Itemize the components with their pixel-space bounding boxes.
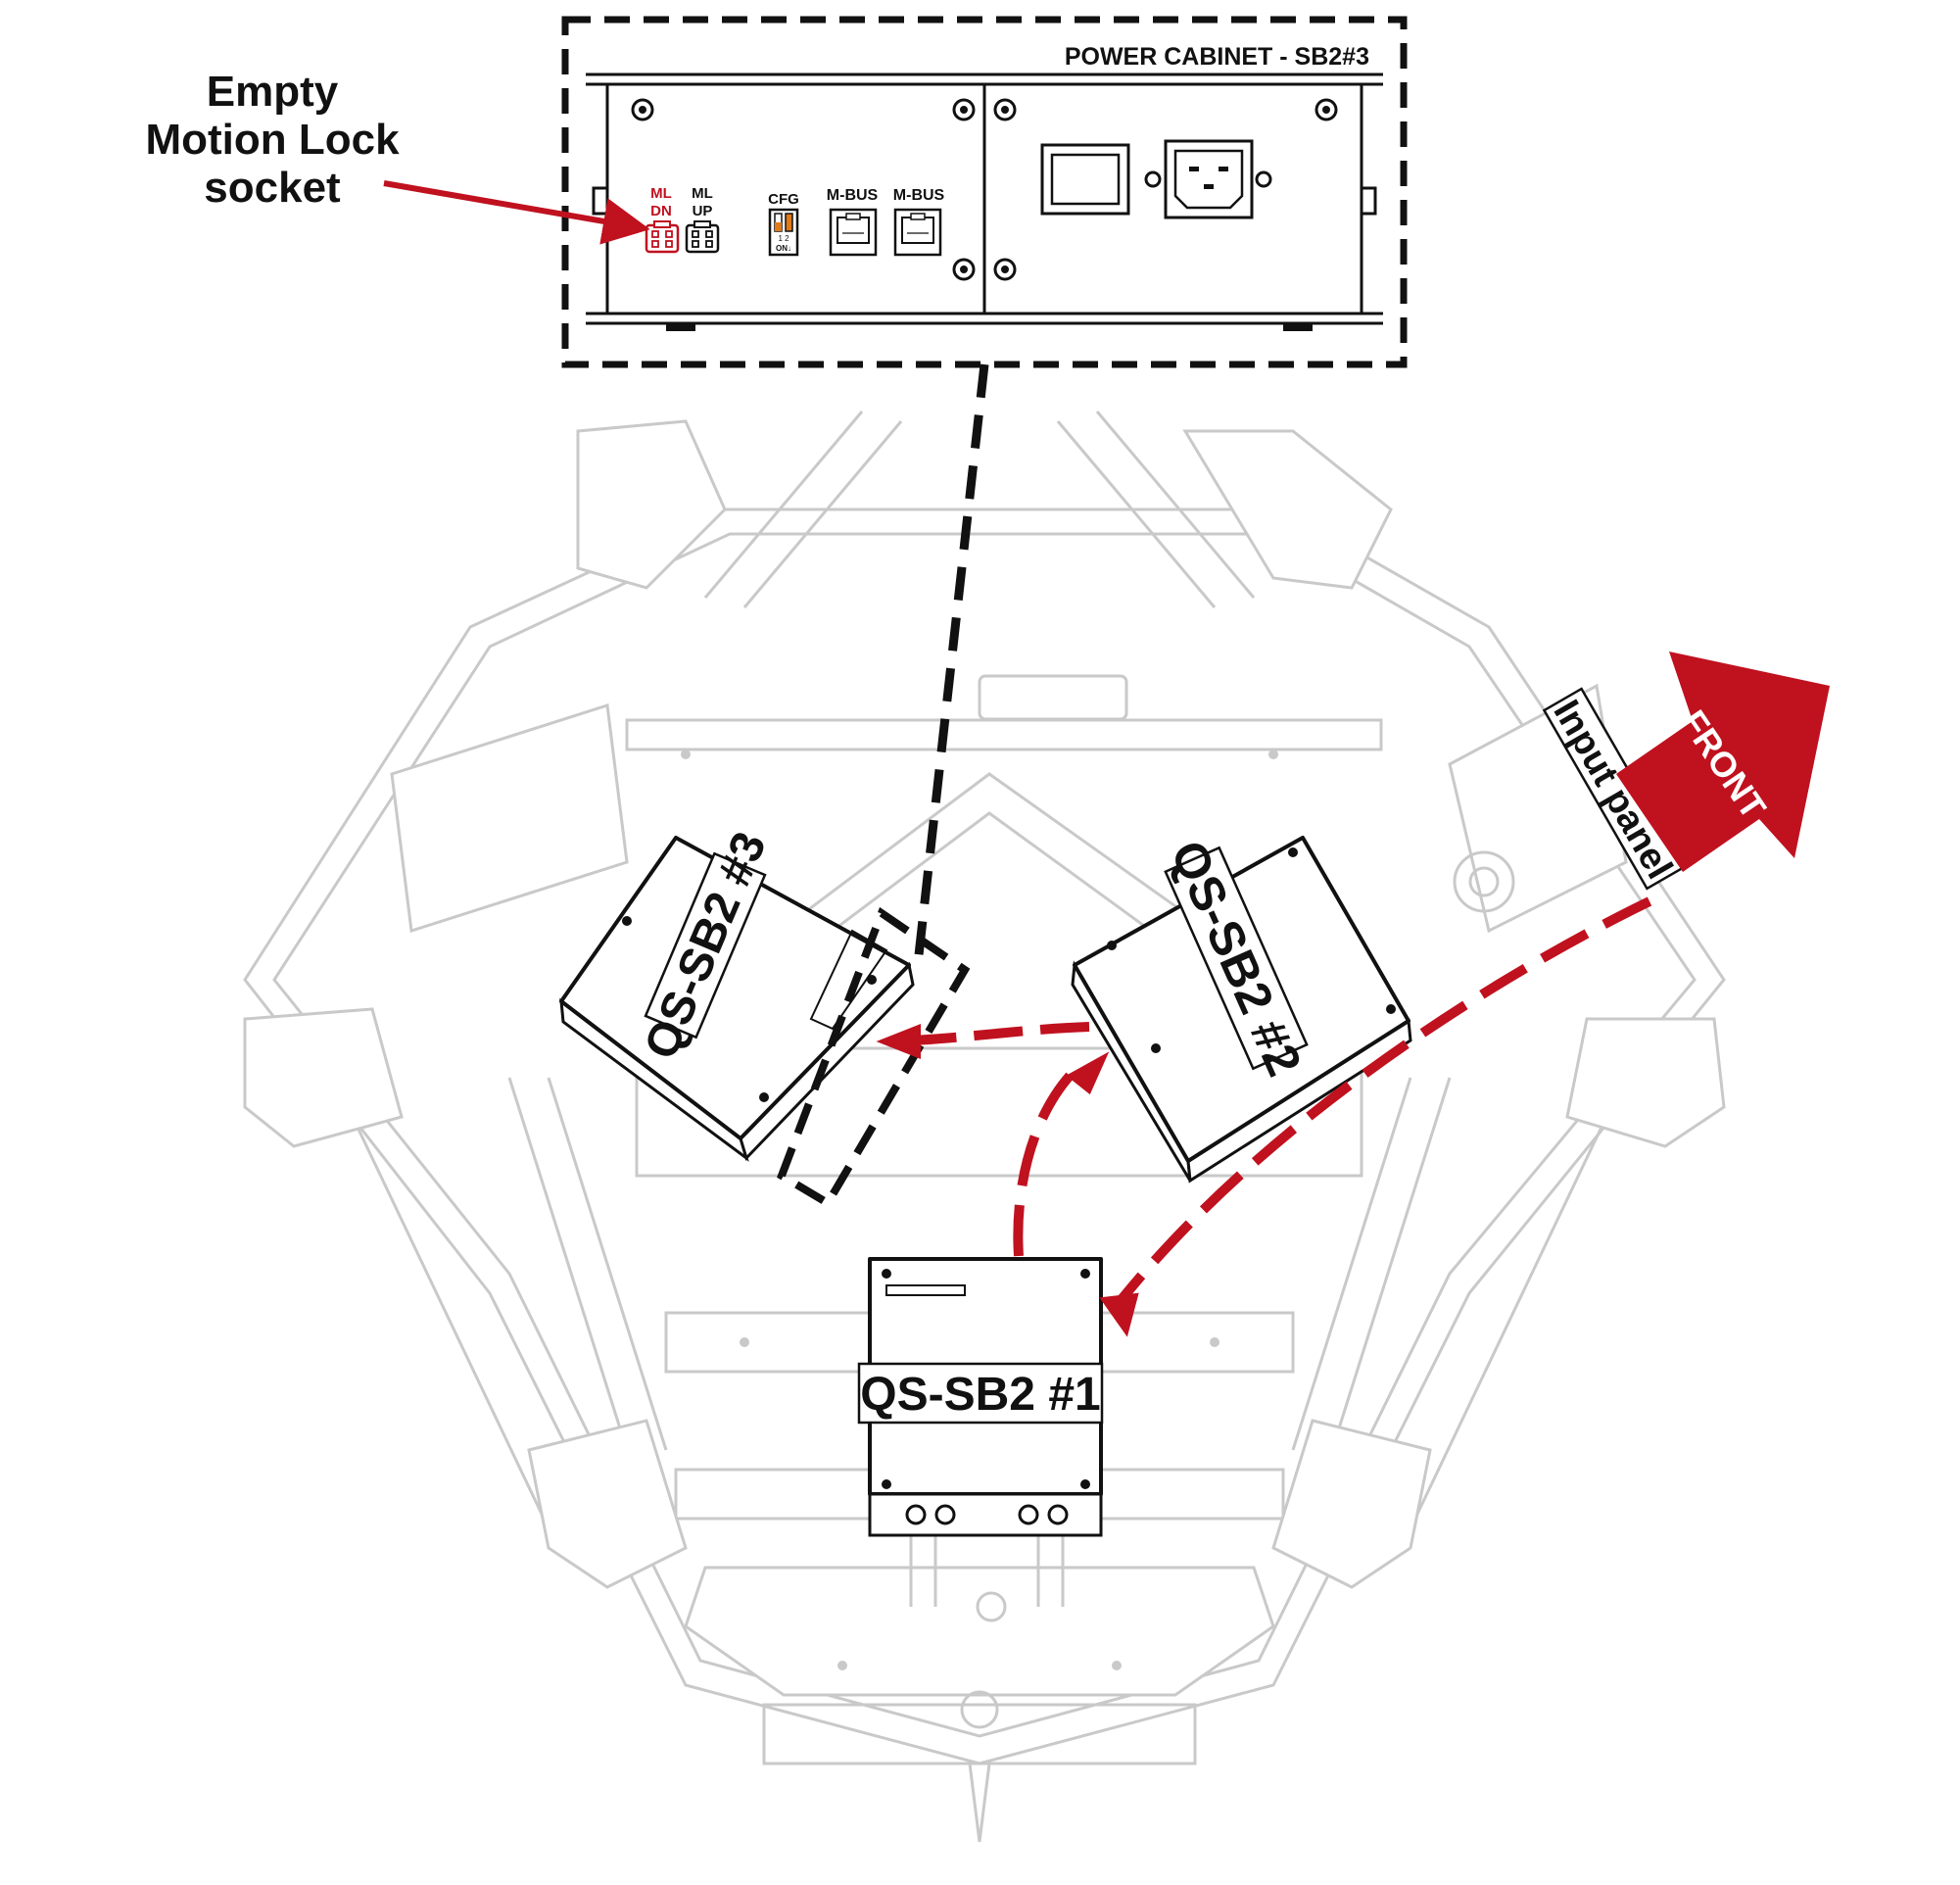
- cabinet-highlight-frame: [561, 16, 1408, 368]
- sb2-1-screws: [882, 1269, 1090, 1489]
- power-cabinet: POWER CABINET - SB2#3 ML DN: [561, 16, 1408, 368]
- rj45-port-icon: [893, 208, 942, 257]
- cfg-dip-switch-icon: [768, 208, 799, 257]
- mbus-label-1: M-BUS: [827, 187, 879, 204]
- callout-line-1: Empty: [207, 68, 339, 116]
- cabinet-connector-line: [914, 363, 989, 956]
- sb2-2-box: QS-SB2 #2: [1071, 833, 1412, 1184]
- ml-up-label-2: UP: [693, 203, 713, 219]
- mbus-label-2: M-BUS: [893, 187, 945, 204]
- front-arrow-icon: FRONT: [1616, 652, 1830, 872]
- cfg-label: CFG: [768, 191, 799, 208]
- iec-inlet-icon: [1144, 139, 1272, 219]
- callout-line-3: socket: [204, 164, 341, 212]
- ml-dn-socket-icon: [645, 220, 680, 254]
- cabinet-screws: [631, 98, 1338, 281]
- power-switch-icon: [1040, 143, 1130, 216]
- ml-dn-label-2: DN: [650, 203, 672, 219]
- empty-motion-lock-callout: Empty Motion Lock socket: [145, 68, 650, 245]
- rj45-port-icon: [829, 208, 878, 257]
- motion-platform-background: [243, 411, 1726, 1843]
- sb2-1-to-sb2-2-arrow: [1013, 1059, 1086, 1257]
- input-to-sb2-1-arrow: [1111, 896, 1652, 1312]
- sb2-1-box: QS-SB2 #1: [857, 1257, 1104, 1537]
- sb2-3-motion-lock-highlight: [777, 906, 971, 1209]
- cfg-positions: 1 2: [778, 234, 789, 243]
- sb2-3-box: QS-SB2 #3: [559, 825, 971, 1209]
- cabinet-title: POWER CABINET - SB2#3: [1065, 43, 1369, 71]
- sb2-2-screws: [1107, 847, 1396, 1053]
- sb2-1-label: QS-SB2 #1: [860, 1369, 1100, 1421]
- cfg-on: ON↓: [776, 244, 791, 253]
- callout-line-2: Motion Lock: [145, 116, 400, 164]
- sb2-1-ports: [905, 1504, 1069, 1525]
- ml-up-label-1: ML: [692, 185, 713, 202]
- cable-routing-arrows: [876, 896, 1652, 1337]
- sb2-1-logo: [885, 1284, 966, 1296]
- callout-arrow: [383, 180, 650, 245]
- sb2-2-to-sb2-3-arrow: [910, 1022, 1090, 1045]
- ml-up-socket-icon: [685, 220, 720, 254]
- ml-dn-label-1: ML: [650, 185, 672, 202]
